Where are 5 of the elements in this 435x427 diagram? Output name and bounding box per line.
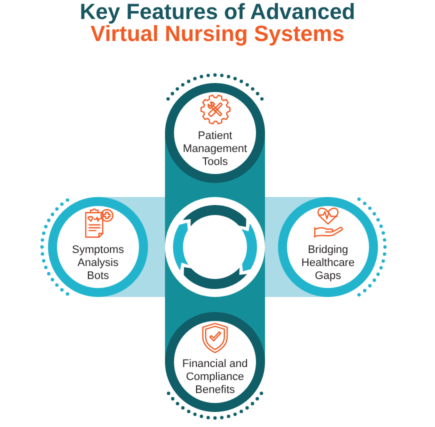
title: Key Features of Advanced Virtual Nursing Systems [78, 1, 356, 45]
feature-label: Patient Management Tools [182, 130, 248, 169]
feature-label: Symptoms Analysis Bots [71, 244, 125, 283]
feature-label: Financial and Compliance Benefits [181, 358, 249, 397]
feature-label: Bridging Healthcare Gaps [300, 244, 356, 283]
